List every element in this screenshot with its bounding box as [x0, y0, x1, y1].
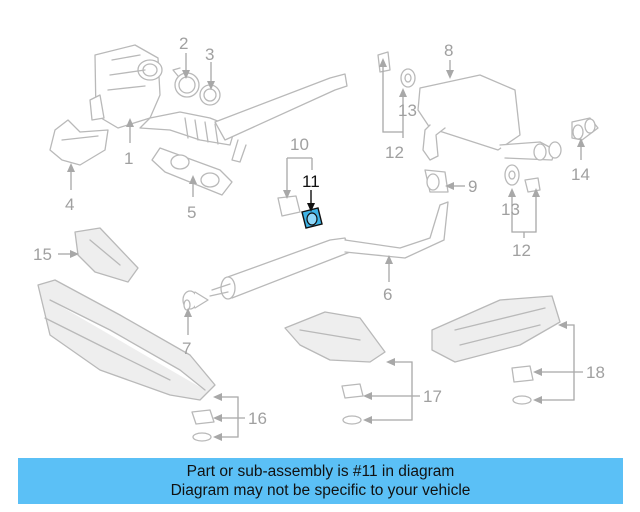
callout-13-right[interactable]: 13 [501, 200, 520, 219]
callout-17[interactable]: 17 [423, 387, 442, 406]
callout-18[interactable]: 18 [586, 363, 605, 382]
part-17-bracket[interactable] [341, 383, 364, 425]
part-8-rear-muffler[interactable] [417, 74, 562, 161]
part-12-hanger-right[interactable] [524, 177, 541, 193]
part-6-center-muffler-pipe[interactable] [209, 201, 449, 300]
callout-4[interactable]: 4 [65, 195, 74, 214]
banner-line-2: Diagram may not be specific to your vehi… [170, 482, 471, 499]
part-18-heat-shield[interactable] [431, 295, 561, 363]
part-7-clamp[interactable] [182, 290, 209, 311]
callout-1[interactable]: 1 [124, 149, 133, 168]
part-1-catalytic-converter[interactable] [89, 44, 236, 146]
leader-lines [58, 53, 585, 441]
callout-16[interactable]: 16 [248, 409, 267, 428]
callout-14[interactable]: 14 [571, 165, 590, 184]
callout-5[interactable]: 5 [187, 203, 196, 222]
part-16-bracket[interactable] [191, 409, 215, 442]
leader-11 [307, 190, 315, 212]
part-14-tail-pipes[interactable] [571, 117, 599, 141]
callout-7[interactable]: 7 [182, 339, 191, 358]
part-4-bracket[interactable] [49, 119, 109, 166]
callout-8[interactable]: 8 [444, 41, 453, 60]
part-3-gasket[interactable] [199, 84, 221, 106]
callout-6[interactable]: 6 [383, 285, 392, 304]
callout-3[interactable]: 3 [205, 45, 214, 64]
part-13-insulator-right[interactable] [504, 164, 520, 186]
part-16-heat-shield[interactable] [37, 279, 216, 401]
part-18-bracket[interactable] [511, 365, 534, 405]
callout-15[interactable]: 15 [33, 245, 52, 264]
callout-11[interactable]: 11 [302, 172, 320, 191]
part-5-flange-gasket[interactable] [151, 147, 233, 196]
part-17-heat-shield[interactable] [284, 311, 386, 363]
callout-13-left[interactable]: 13 [398, 101, 417, 120]
callout-2[interactable]: 2 [179, 34, 188, 53]
part-11-rubber-insulator[interactable] [301, 207, 323, 229]
part-10-bracket[interactable] [277, 195, 301, 217]
part-9-clamp[interactable] [424, 169, 449, 193]
callout-10[interactable]: 10 [290, 135, 309, 154]
part-2-clamp[interactable] [172, 67, 200, 98]
front-pipe [214, 73, 348, 163]
exhaust-parts-diagram: 1 2 3 4 5 6 7 8 9 10 11 12 12 13 13 14 1… [33, 34, 605, 442]
callout-9[interactable]: 9 [468, 177, 477, 196]
part-15-heat-shield[interactable] [74, 227, 139, 283]
callout-12-left[interactable]: 12 [385, 143, 404, 162]
callout-12-right[interactable]: 12 [512, 241, 531, 260]
part-13-insulator-left[interactable] [400, 68, 416, 88]
info-banner: Part or sub-assembly is #11 in diagram D… [18, 458, 623, 504]
banner-line-1: Part or sub-assembly is #11 in diagram [186, 463, 455, 480]
